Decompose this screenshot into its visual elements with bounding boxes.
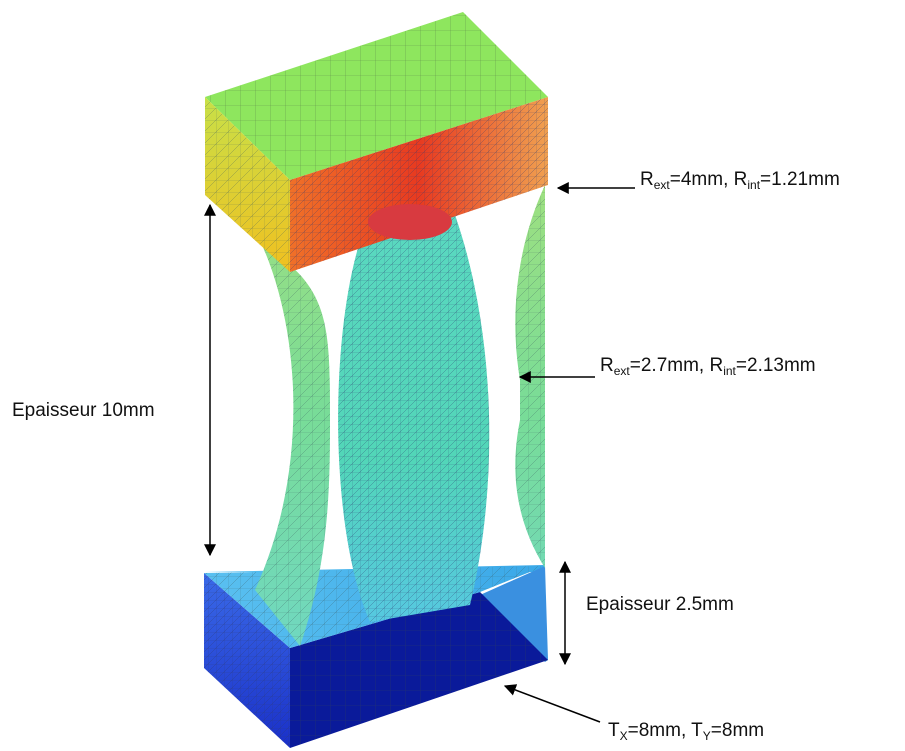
- top-block: [205, 12, 548, 272]
- label-mid-radii: Rext=2.7mm, Rint=2.13mm: [600, 355, 816, 378]
- arrow-base-size: [503, 684, 601, 723]
- base-right-face: [480, 566, 548, 662]
- dimension-arrows: [204, 182, 635, 723]
- label-base-thickness: Epaisseur 2.5mm: [586, 594, 734, 615]
- inner-core: [338, 215, 490, 622]
- label-base-size: TX=8mm, TY=8mm: [608, 720, 765, 743]
- label-total-thickness: Epaisseur 10mm: [12, 400, 155, 421]
- core-top-cap: [368, 204, 452, 240]
- label-top-radii: Rext=4mm, Rint=1.21mm: [640, 169, 840, 192]
- neck-shell: [255, 185, 545, 646]
